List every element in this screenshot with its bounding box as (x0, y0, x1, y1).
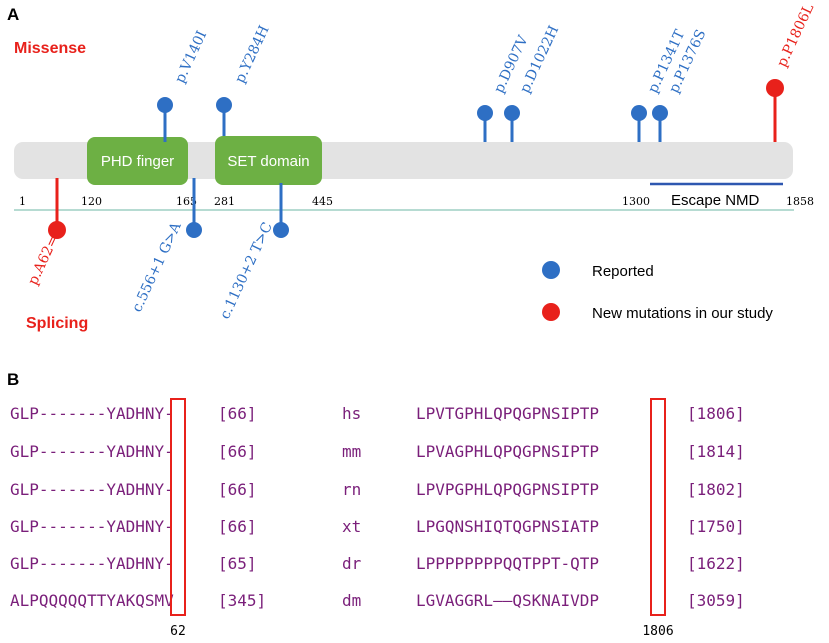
missense-category-label: Missense (14, 40, 86, 57)
right-sequence: LPVPGPHLQPQGPNSIPTP (416, 480, 599, 499)
mutation-label: p.P1806L (774, 2, 817, 70)
species-label: rn (342, 480, 361, 499)
position-label: 445 (312, 195, 333, 208)
right-sequence: LPVTGPHLQPQGPNSIPTP (416, 404, 599, 423)
right-count: [1814] (687, 442, 745, 461)
phd-finger-label: PHD finger (101, 153, 174, 170)
left-sequence: GLP-------YADHNY- (10, 517, 174, 536)
phd-finger-domain: PHD finger (87, 137, 188, 185)
set-domain: SET domain (215, 136, 322, 185)
splicing-lollipop-a62: p.A62= (25, 178, 66, 288)
species-label: dm (342, 591, 361, 610)
position-label: 120 (81, 195, 102, 208)
legend-reported-label: Reported (592, 263, 654, 280)
left-sequence: GLP-------YADHNY- (10, 554, 174, 573)
protein-backbone (14, 142, 793, 179)
species-label: hs (342, 404, 361, 423)
mutation-label: p.D1022H (517, 23, 562, 95)
right-sequence: LPVAGPHLQPQGPNSIPTP (416, 442, 599, 461)
position-label: 1 (19, 195, 26, 208)
legend-reported-marker (542, 261, 560, 279)
position-label: 1300 (622, 195, 650, 208)
legend-new-marker (542, 303, 560, 321)
alignment-row: GLP-------YADHNY- [66] xt LPGQNSHIQTQGPN… (10, 517, 745, 536)
missense-lollipop-y284h: p.Y284H (216, 23, 273, 136)
mutation-label: p.Y284H (232, 23, 273, 86)
right-count: [1622] (687, 554, 745, 573)
highlight-label-1806: 1806 (642, 624, 673, 639)
left-count: [66] (218, 442, 257, 461)
left-count: [345] (218, 591, 266, 610)
right-sequence: LGVAGGRL——QSKNAIVDP (416, 591, 599, 610)
species-label: dr (342, 554, 362, 573)
alignment-row: GLP-------YADHNY- [66] rn LPVPGPHLQPQGPN… (10, 480, 745, 499)
set-domain-label: SET domain (227, 153, 309, 170)
position-label: 165 (176, 195, 197, 208)
left-count: [66] (218, 480, 257, 499)
missense-lollipop-v140i: p.V140I (157, 28, 210, 142)
left-sequence: ALPQQQQQTTYAKQSMV (10, 591, 174, 610)
alignment-row: GLP-------YADHNY- [65] dr LPPPPPPPPQQTPP… (10, 554, 745, 573)
right-count: [1750] (687, 517, 745, 536)
panel-a-label: A (7, 5, 19, 24)
left-count: [66] (218, 404, 257, 423)
right-count: [3059] (687, 591, 745, 610)
left-sequence: GLP-------YADHNY- (10, 442, 174, 461)
mutation-label: c.1130+2 T>C (217, 220, 276, 322)
escape-nmd-label: Escape NMD (671, 192, 760, 209)
mutation-label: p.V140I (172, 28, 210, 85)
highlight-box-62 (170, 398, 186, 616)
legend: Reported New mutations in our study (542, 261, 773, 322)
left-sequence: GLP-------YADHNY- (10, 480, 174, 499)
species-label: mm (342, 442, 361, 461)
position-label: 1858 (786, 195, 814, 208)
right-sequence: LPPPPPPPPQQTPPT-QTP (416, 554, 599, 573)
right-count: [1806] (687, 404, 745, 423)
missense-lollipop-p1806l: p.P1806L (766, 2, 817, 142)
splicing-category-label: Splicing (26, 315, 88, 332)
panel-b-label: B (7, 370, 19, 389)
left-count: [65] (218, 554, 257, 573)
highlight-box-1806 (650, 398, 666, 616)
right-sequence: LPGQNSHIQTQGPNSIATP (416, 517, 599, 536)
position-label: 281 (214, 195, 235, 208)
alignment-row: GLP-------YADHNY- [66] hs LPVTGPHLQPQGPN… (10, 404, 745, 423)
mutation-label: p.A62= (25, 233, 62, 288)
alignment-block: GLP-------YADHNY- [66] hs LPVTGPHLQPQGPN… (10, 404, 745, 610)
left-sequence: GLP-------YADHNY- (10, 404, 174, 423)
legend-new-label: New mutations in our study (592, 305, 773, 322)
highlight-label-62: 62 (170, 624, 186, 639)
mutation-label: c.556+1 G>A (129, 219, 185, 315)
left-count: [66] (218, 517, 257, 536)
right-count: [1802] (687, 480, 745, 499)
alignment-row: GLP-------YADHNY- [66] mm LPVAGPHLQPQGPN… (10, 442, 745, 461)
alignment-row: ALPQQQQQTTYAKQSMV [345] dm LGVAGGRL——QSK… (10, 591, 745, 610)
species-label: xt (342, 517, 361, 536)
